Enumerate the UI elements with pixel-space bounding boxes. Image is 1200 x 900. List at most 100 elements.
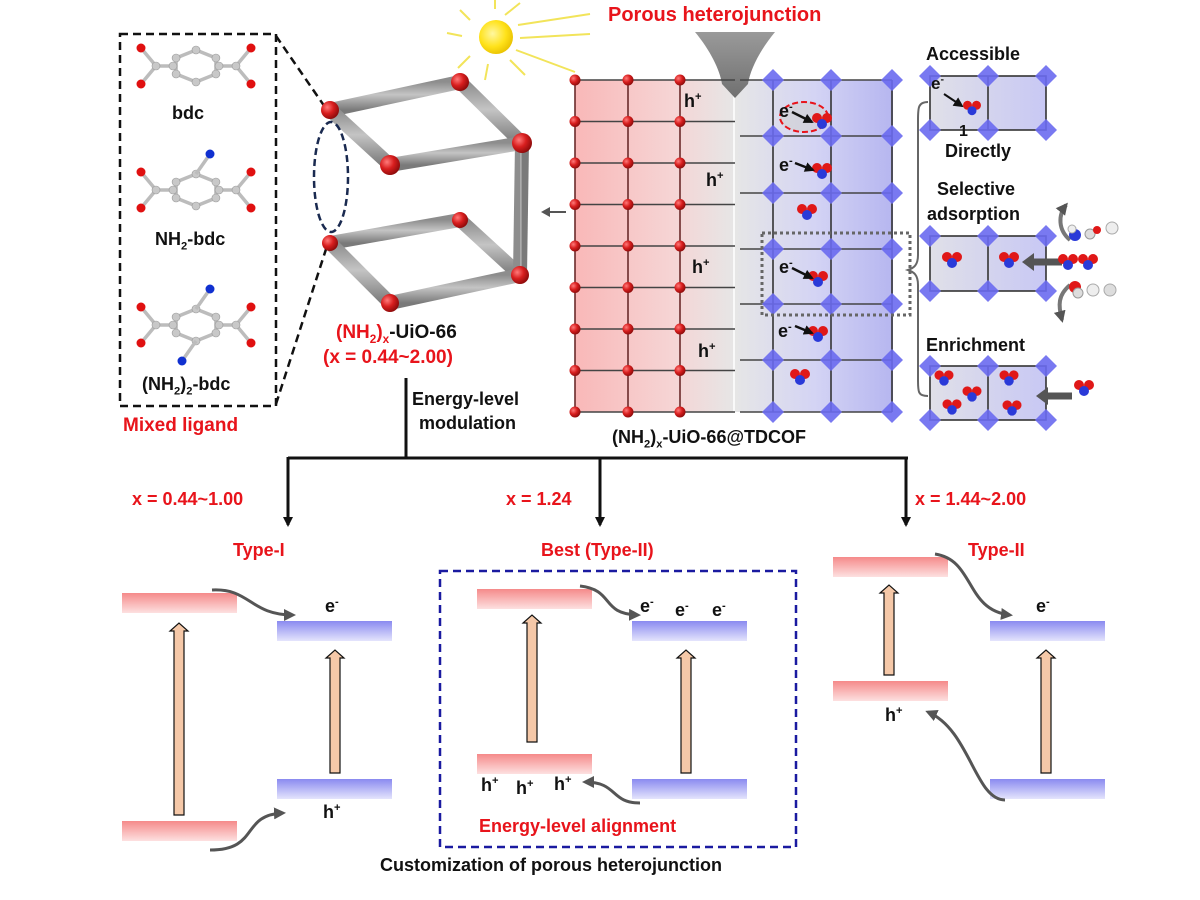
carbon-atom	[231, 320, 241, 330]
cof-node	[977, 225, 999, 247]
electron-label: e-	[778, 321, 792, 340]
carbon-atom	[171, 69, 181, 79]
ligand-label-nh2-bdc: NH2-bdc	[155, 229, 225, 252]
cube-rod	[455, 214, 525, 281]
cof-node	[977, 119, 999, 141]
ligand-panel	[118, 32, 330, 408]
mof-node	[674, 240, 686, 252]
uio66-cube	[312, 73, 532, 312]
mof-label-sub: 2	[369, 332, 377, 346]
carbon-atom	[211, 328, 221, 338]
mof-label-part: -UiO-66	[389, 322, 457, 343]
carrier-charge: +	[896, 705, 903, 717]
advantage-cells	[919, 65, 1119, 431]
cof-node	[881, 69, 903, 91]
carrier-symbol: h	[692, 257, 703, 277]
cof-node	[820, 349, 842, 371]
oxygen-atom	[136, 203, 146, 213]
nitrogen-atom	[177, 356, 187, 366]
best-highlight-box	[438, 569, 798, 849]
ligand-molecule	[136, 284, 256, 366]
carbon-atom	[211, 193, 221, 203]
cof-node	[881, 349, 903, 371]
adsorbed-molecules	[790, 113, 832, 385]
cof-node	[762, 238, 784, 260]
gas-molecule	[1086, 283, 1100, 297]
mof-band	[477, 589, 592, 609]
heterojunction-title: Porous heterojunction	[608, 4, 822, 26]
oxygen-atom	[246, 203, 256, 213]
best-box-caption: Energy-level alignment	[479, 816, 677, 836]
carbon-atom	[151, 61, 161, 71]
cof-band	[277, 621, 392, 641]
carbon-atom	[211, 53, 221, 63]
cof-node	[1035, 225, 1057, 247]
cof-node	[881, 125, 903, 147]
hole-label: h+	[323, 802, 341, 822]
carrier-charge: -	[722, 600, 726, 612]
gas-molecule	[1067, 224, 1077, 234]
modulation-label-line1: Energy-level	[412, 389, 520, 409]
caption-part: )	[650, 427, 657, 447]
cof-band	[632, 779, 747, 799]
excitation-arrow	[1035, 649, 1057, 774]
no2-molecule	[812, 113, 832, 129]
electron-label: e-	[779, 257, 793, 276]
excitation-arrow	[521, 614, 543, 743]
carrier-charge: +	[527, 778, 534, 790]
cof-node	[1035, 119, 1057, 141]
carrier-charge: -	[685, 600, 689, 612]
oxygen-atom	[136, 338, 146, 348]
ligand-label-sub: 2	[174, 385, 181, 398]
carbon-atom	[168, 320, 178, 330]
carrier-charge: -	[650, 596, 654, 608]
carrier-symbol: h	[323, 802, 334, 822]
carrier-charge: +	[695, 91, 702, 103]
mof-band	[477, 754, 592, 774]
mof-node	[622, 365, 634, 376]
carrier-symbol: e	[640, 596, 651, 616]
cof-node	[1035, 280, 1057, 302]
selective-adsorption-cells	[919, 202, 1119, 323]
cof-node	[919, 119, 941, 141]
mof-x-range: (x = 0.44~2.00)	[323, 347, 453, 368]
carbon-atom	[168, 185, 178, 195]
cof-node	[820, 238, 842, 260]
carbon-atom	[231, 61, 241, 71]
cube-rod	[455, 77, 527, 148]
enrichment-arrow-head	[1036, 387, 1048, 405]
mof-band	[833, 557, 948, 577]
mof-node	[569, 365, 581, 376]
no2-molecule	[999, 370, 1019, 386]
cof-node	[820, 401, 842, 423]
cube-rod	[325, 238, 395, 308]
zr-node	[452, 212, 468, 228]
cof-node	[919, 409, 941, 431]
ligand-label-part: NH	[155, 229, 181, 249]
mof-node	[569, 406, 581, 418]
mof-node	[622, 323, 634, 335]
zoom-line-top	[274, 35, 329, 111]
cof-band	[990, 779, 1105, 799]
magnify-box	[760, 231, 912, 317]
mof-node	[674, 74, 686, 86]
advantage-accessible-label: Accessible	[926, 44, 1021, 64]
carrier-charge: -	[788, 321, 792, 333]
hole-label: h+	[554, 774, 572, 793]
mof-label-part: )	[376, 322, 383, 343]
carrier-charge: +	[492, 775, 499, 787]
carrier-symbol: e	[931, 74, 941, 93]
carbon-atom	[171, 328, 181, 338]
ligand-label-sub: 2	[181, 240, 188, 253]
hole-label: h+	[516, 778, 534, 797]
advantage-selective-label: Selective	[937, 179, 1016, 199]
cof-node	[919, 65, 941, 87]
cof-node	[919, 355, 941, 377]
branch-condition-best: x = 1.24	[506, 489, 572, 509]
no2-molecule	[942, 252, 962, 268]
carbon-atom	[211, 177, 221, 187]
charge-transfer-arrow	[579, 584, 641, 621]
no2-molecule	[963, 100, 981, 116]
charge-transfer-arrow	[925, 710, 1006, 802]
carrier-charge: -	[789, 155, 793, 167]
